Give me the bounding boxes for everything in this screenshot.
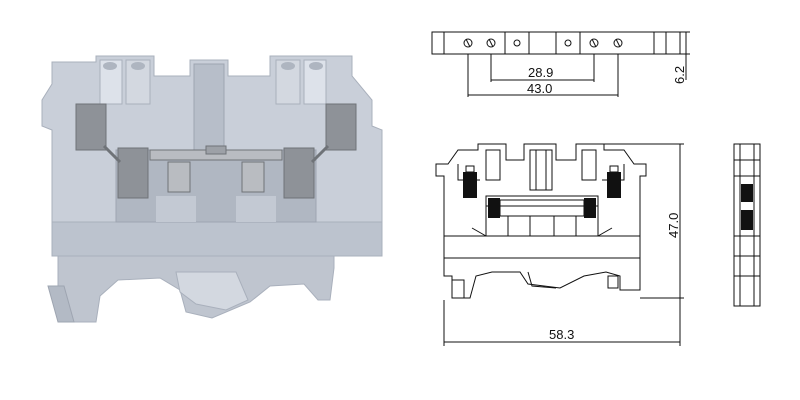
foot-hook-left <box>47 285 75 323</box>
top-view-screw <box>513 39 521 47</box>
top-view-slot <box>504 31 530 55</box>
metal-strap-left <box>102 144 122 164</box>
metal-strap-right <box>310 144 330 164</box>
top-view-screw <box>486 38 496 48</box>
front-view-outline <box>435 143 647 259</box>
top-slot-right-2 <box>303 59 327 105</box>
contact-left <box>167 161 191 193</box>
top-view-screw <box>463 38 473 48</box>
front-clamp-right-lower <box>584 198 596 218</box>
screw-hole <box>131 62 145 70</box>
center-divider-slot <box>193 63 225 159</box>
front-clamp-left-upper <box>463 172 477 198</box>
contact-right <box>241 161 265 193</box>
side-view-clamp <box>741 210 753 230</box>
inner-cavity <box>115 149 317 223</box>
metal-clamp-left-lower <box>117 147 149 199</box>
side-view-clamp <box>741 184 753 202</box>
cavity-window-right <box>236 196 276 222</box>
dim-label-28-9: 28.9 <box>528 65 553 80</box>
dim-label-58-3: 58.3 <box>549 327 574 342</box>
top-view-screw <box>564 39 572 47</box>
front-view-base <box>443 235 641 299</box>
dim-label-43-0: 43.0 <box>527 81 552 96</box>
dim-label-47-0: 47.0 <box>666 213 681 238</box>
bridge-center-link <box>205 145 227 155</box>
top-view-drawing <box>431 31 690 97</box>
cavity-window-left <box>156 196 196 222</box>
foot-clip-center <box>175 271 249 311</box>
front-clamp-left-lower <box>488 198 500 218</box>
housing-lower-band <box>51 221 383 257</box>
metal-clamp-right-upper <box>325 103 357 151</box>
front-clamp-right-upper <box>607 172 621 198</box>
top-view-screw <box>613 38 623 48</box>
top-view-slot <box>555 31 581 55</box>
metal-clamp-left-upper <box>75 103 107 151</box>
screw-hole <box>281 62 295 70</box>
front-view-drawing <box>435 143 647 299</box>
terminal-block-photo <box>41 55 383 323</box>
side-view-outline <box>733 143 761 307</box>
front-view-cavity <box>485 195 599 237</box>
top-slot-left <box>99 59 123 105</box>
metal-clamp-right-lower <box>283 147 315 199</box>
dim-label-6-2: 6.2 <box>672 66 687 84</box>
screw-hole <box>309 62 323 70</box>
side-view-drawing <box>733 143 761 307</box>
top-view-screw <box>589 38 599 48</box>
screw-hole <box>103 62 117 70</box>
